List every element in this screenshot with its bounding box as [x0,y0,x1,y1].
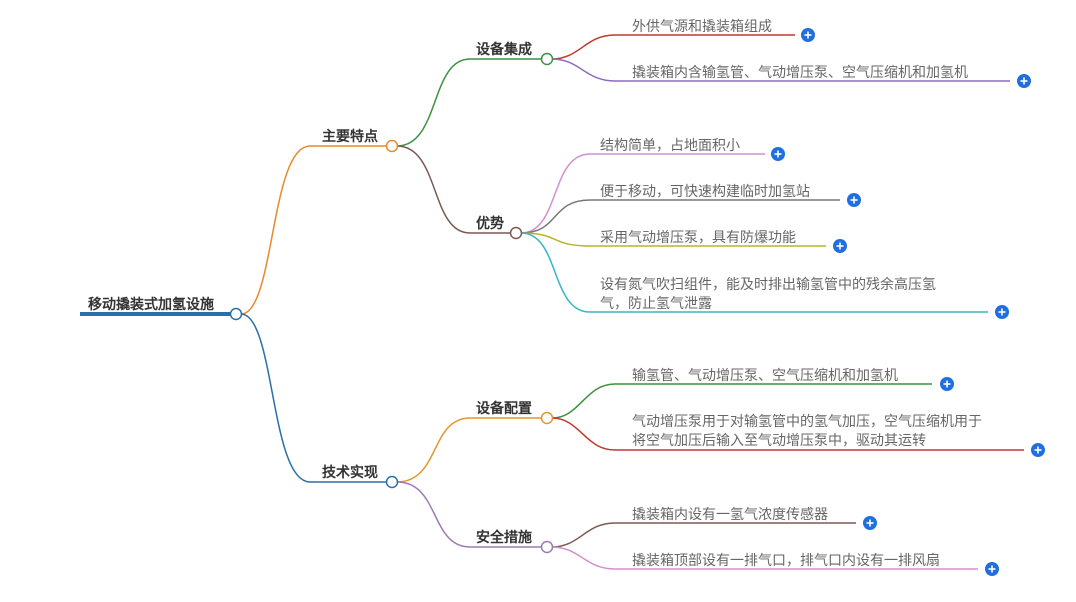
edge-leaf [551,546,978,570]
expand-buttons [771,28,1045,576]
plus-circle-icon[interactable] [833,239,847,253]
plus-circle-icon[interactable] [1031,443,1045,457]
tech-collapse-toggle[interactable] [385,475,399,489]
leaf-topic-line1[interactable]: 气动增压泵用于对输氢管中的氢气加压，空气压缩机用于 [632,414,982,430]
edge-leaf [551,58,1010,82]
plus-circle-icon[interactable] [940,377,954,391]
topic-config[interactable]: 设备配置 [476,400,532,417]
leaf-topic[interactable]: 采用气动增压泵，具有防爆功能 [600,230,796,246]
plus-circle-icon[interactable] [985,562,999,576]
leaf-topic[interactable]: 外供气源和撬装箱组成 [632,19,772,35]
edge-integration [396,58,542,147]
leaf-topic[interactable]: 输氢管、气动增压泵、空气压缩机和加氢机 [632,368,898,384]
edge-leaf [551,522,856,548]
edge-leaf [520,232,988,313]
leaf-topic-line2[interactable]: 气，防止氢气泄露 [600,296,712,312]
edge-leaf [520,232,826,247]
features-collapse-toggle[interactable] [385,139,399,153]
root-collapse-toggle[interactable] [229,307,243,321]
leaf-topic[interactable]: 撬装箱内含输氢管、气动增压泵、空气压缩机和加氢机 [632,65,968,81]
leaf-topic[interactable]: 便于移动，可快速构建临时加氢站 [600,184,810,200]
root-topic[interactable]: 移动撬装式加氢设施 [88,296,214,313]
plus-circle-icon[interactable] [771,147,785,161]
leaf-topic[interactable]: 撬装箱内设有一氢气浓度传感器 [632,506,828,523]
plus-circle-icon[interactable] [995,305,1009,319]
leaf-topic[interactable]: 撬装箱顶部设有一排气口，排气口内设有一排风扇 [632,553,940,569]
plus-circle-icon[interactable] [1017,74,1031,88]
plus-circle-icon[interactable] [847,193,861,207]
plus-circle-icon[interactable] [801,28,815,42]
leaf-topic-line1[interactable]: 设有氮气吹扫组件，能及时排出输氢管中的残余高压氢 [600,276,936,293]
plus-circle-icon[interactable] [863,516,877,530]
config-collapse-toggle[interactable] [540,411,554,425]
edge-leaf [520,199,840,234]
edge-leaf [551,383,932,419]
edge-config [396,417,542,483]
leaf-topic[interactable]: 结构简单，占地面积小 [600,137,740,154]
topic-integration[interactable]: 设备集成 [476,41,532,58]
edge-features [240,145,387,315]
topic-advantages[interactable]: 优势 [476,215,504,232]
leaf-topic-line2[interactable]: 将空气加压后输入至气动增压泵中，驱动其运转 [632,433,926,449]
safety-collapse-toggle[interactable] [540,540,554,554]
topic-tech[interactable]: 技术实现 [322,464,378,481]
advantages-collapse-toggle[interactable] [509,226,523,240]
edge-leaf [520,153,765,234]
edge-tech [240,313,387,483]
edge-leaf [551,417,1024,451]
topic-features[interactable]: 主要特点 [322,128,378,145]
edge-safety [396,481,542,548]
edges [80,34,1024,570]
topic-safety[interactable]: 安全措施 [476,529,532,546]
integration-collapse-toggle[interactable] [540,52,554,66]
edge-advantages [396,145,511,234]
edge-leaf [551,34,795,60]
